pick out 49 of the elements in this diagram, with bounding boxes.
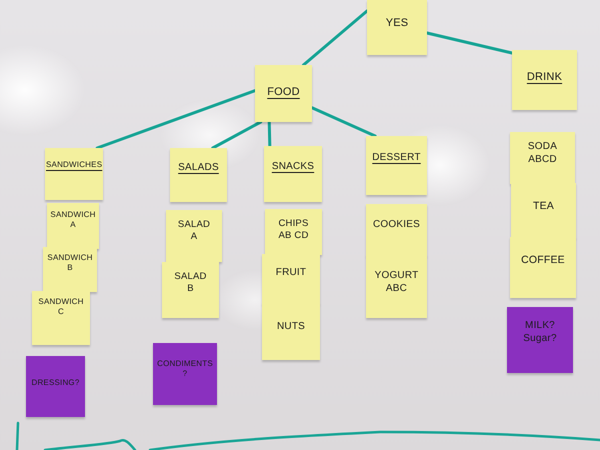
note-text: FOOD	[267, 85, 300, 100]
sticky-note	[32, 291, 90, 345]
sticky-note	[170, 148, 227, 202]
connector-line	[268, 120, 272, 148]
sticky-note	[507, 307, 573, 373]
note-text: DRESSING?	[31, 378, 80, 388]
sticky-note	[510, 237, 576, 298]
sticky-note	[26, 356, 85, 417]
connector-line	[310, 106, 377, 138]
note-text: COOKIES	[373, 218, 420, 231]
sticky-note	[366, 136, 427, 195]
note-text: FRUIT	[276, 266, 306, 279]
note-text: SALADS	[178, 161, 219, 174]
note-text: SANDWICH A	[49, 210, 97, 231]
sticky-note	[265, 209, 322, 255]
sticky-note	[264, 146, 322, 202]
note-text: COFFEE	[521, 254, 565, 268]
note-text: SANDWICH B	[46, 253, 94, 274]
sticky-note	[255, 65, 312, 122]
note-text: YOGURT ABC	[374, 269, 420, 295]
note-text: DRINK	[526, 70, 562, 84]
note-text: CHIPS AB CD	[277, 218, 310, 243]
sticky-note	[510, 132, 575, 184]
note-text: YES	[386, 16, 408, 30]
note-text: SANDWICH C	[37, 297, 85, 318]
note-text: SNACKS	[272, 160, 314, 173]
note-text: DESSERT	[372, 151, 421, 164]
sticky-note	[366, 204, 427, 256]
note-text: SANDWICHES	[46, 160, 102, 170]
note-text: SALAD A	[176, 219, 212, 244]
sticky-note	[262, 303, 320, 360]
connector-line	[96, 89, 256, 150]
connector-line	[211, 120, 262, 150]
sticky-note	[512, 50, 577, 110]
note-text: MILK? Sugar?	[522, 319, 558, 345]
note-text: SALAD B	[173, 271, 208, 296]
sticky-note	[367, 0, 427, 55]
note-text: CONDIMENTS ?	[156, 359, 214, 380]
sticky-note	[366, 255, 427, 318]
note-text: TEA	[532, 200, 554, 214]
connector-line	[302, 10, 368, 66]
sticky-note	[166, 210, 222, 262]
note-text: SODA ABCD	[526, 140, 558, 166]
note-text: NUTS	[276, 320, 306, 333]
connector-line	[426, 32, 514, 54]
sticky-note	[162, 262, 219, 318]
sticky-note	[45, 148, 103, 200]
sticky-note	[47, 203, 99, 249]
sticky-note	[153, 343, 217, 405]
